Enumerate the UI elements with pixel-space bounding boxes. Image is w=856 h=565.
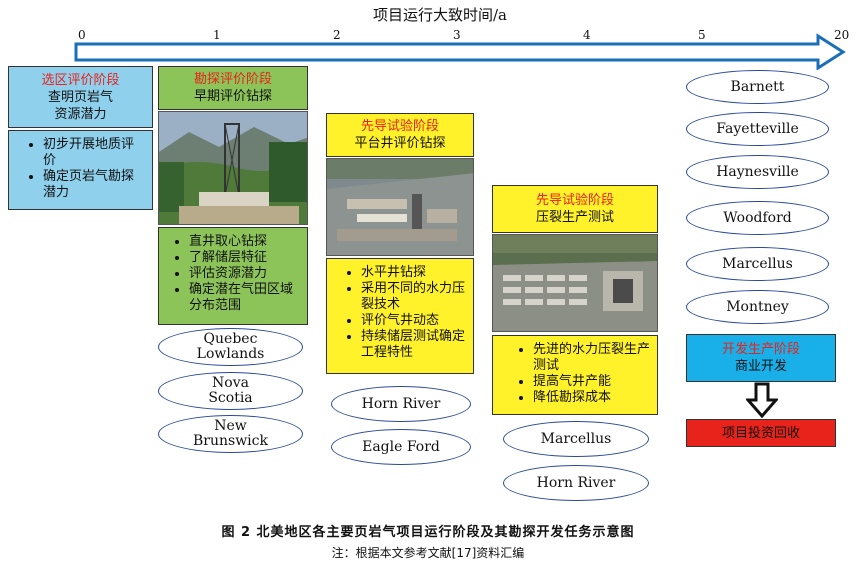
stage1-subtitle: 查明页岩气 资源潜力 [47,89,113,122]
timeline-title: 项目运行大致时间/a [373,6,507,24]
stage4-item: 降低勘探成本 [533,390,651,406]
stage1-header: 选区评价阶段 查明页岩气 资源潜力 [8,66,153,128]
stage2-tasks: 直井取心钻探 了解储层特征 评估资源潜力 确定潜在气田区域分布范围 [158,227,308,325]
play-oval-quebec-lowlands: Quebec Lowlands [158,328,303,366]
tick-label-5: 5 [698,28,706,42]
stage4-fracturing-site-photo [492,234,658,332]
payback-box: 项目投资回收 [686,419,836,447]
stage3-well-pad-photo [326,158,474,256]
play-oval-horn-river-2: Horn River [503,465,649,501]
play-oval-fayetteville: Fayetteville [686,112,829,146]
timeline-arrow [74,33,846,70]
stage2-drilling-rig-photo [158,111,308,225]
stage3-item: 采用不同的水力压裂技术 [361,281,467,313]
stage4-title: 先导试验阶段 [535,193,614,208]
figure-note: 注：根据本文参考文献[17]资料汇编 [331,546,525,560]
stage2-subtitle: 早期评价钻探 [193,89,272,104]
stage1-item: 初步开展地质评价 [43,137,134,169]
stage3-subtitle: 平台井评价钻探 [354,136,446,151]
stage2-item: 直井取心钻探 [189,234,301,250]
stage4-tasks: 先进的水力压裂生产测试 提高气井产能 降低勘探成本 [492,335,658,415]
stage1-title: 选区评价阶段 [41,72,120,88]
stage2-header: 勘探评价阶段 早期评价钻探 [158,66,308,110]
stage4-item: 先进的水力压裂生产测试 [533,342,651,374]
play-oval-marcellus: Marcellus [503,421,649,457]
tick-label-0: 0 [78,28,86,42]
tick-label-20: 20 [834,28,850,42]
stage2-item: 了解储层特征 [189,250,301,266]
stage1-tasks: 初步开展地质评价 确定页岩气勘探潜力 [8,130,153,210]
play-oval-nova-scotia: Nova Scotia [158,372,303,410]
tick-label-4: 4 [583,28,591,42]
stage5-header: 开发生产阶段 商业开发 [686,334,836,382]
stage3-item: 水平井钻探 [361,265,467,281]
stage1-item: 确定页岩气勘探潜力 [43,169,134,201]
play-oval-haynesville: Haynesville [686,155,829,189]
tick-label-3: 3 [453,28,461,42]
tick-label-2: 2 [333,28,341,42]
play-oval-barnett: Barnett [686,70,829,104]
play-oval-woodford: Woodford [686,201,829,235]
tick-label-1: 1 [213,28,221,42]
down-arrow-icon [746,382,778,418]
stage4-header: 先导试验阶段 压裂生产测试 [492,185,658,233]
stage3-title: 先导试验阶段 [360,119,439,134]
stage2-item: 确定潜在气田区域分布范围 [189,282,301,314]
payback-label: 项目投资回收 [721,425,800,441]
stage3-tasks: 水平井钻探 采用不同的水力压裂技术 评价气井动态 持续储层测试确定工程特性 [326,258,474,374]
play-oval-new-brunswick: New Brunswick [158,415,303,453]
stage3-item: 评价气井动态 [361,313,467,329]
figure-caption: 图 2 北美地区各主要页岩气项目运行阶段及其勘探开发任务示意图 [221,525,635,540]
stage4-subtitle: 压裂生产测试 [535,210,614,225]
stage3-header: 先导试验阶段 平台井评价钻探 [326,113,474,157]
stage5-title: 开发生产阶段 [721,342,800,357]
play-oval-eagle-ford: Eagle Ford [331,429,471,465]
stage3-item: 持续储层测试确定工程特性 [361,329,467,361]
play-oval-montney: Montney [686,290,829,324]
stage4-item: 提高气井产能 [533,374,651,390]
stage2-title: 勘探评价阶段 [193,72,272,87]
stage5-subtitle: 商业开发 [734,359,787,374]
stage2-item: 评估资源潜力 [189,266,301,282]
play-oval-horn-river: Horn River [331,386,471,422]
play-oval-marcellus-2: Marcellus [686,247,829,281]
